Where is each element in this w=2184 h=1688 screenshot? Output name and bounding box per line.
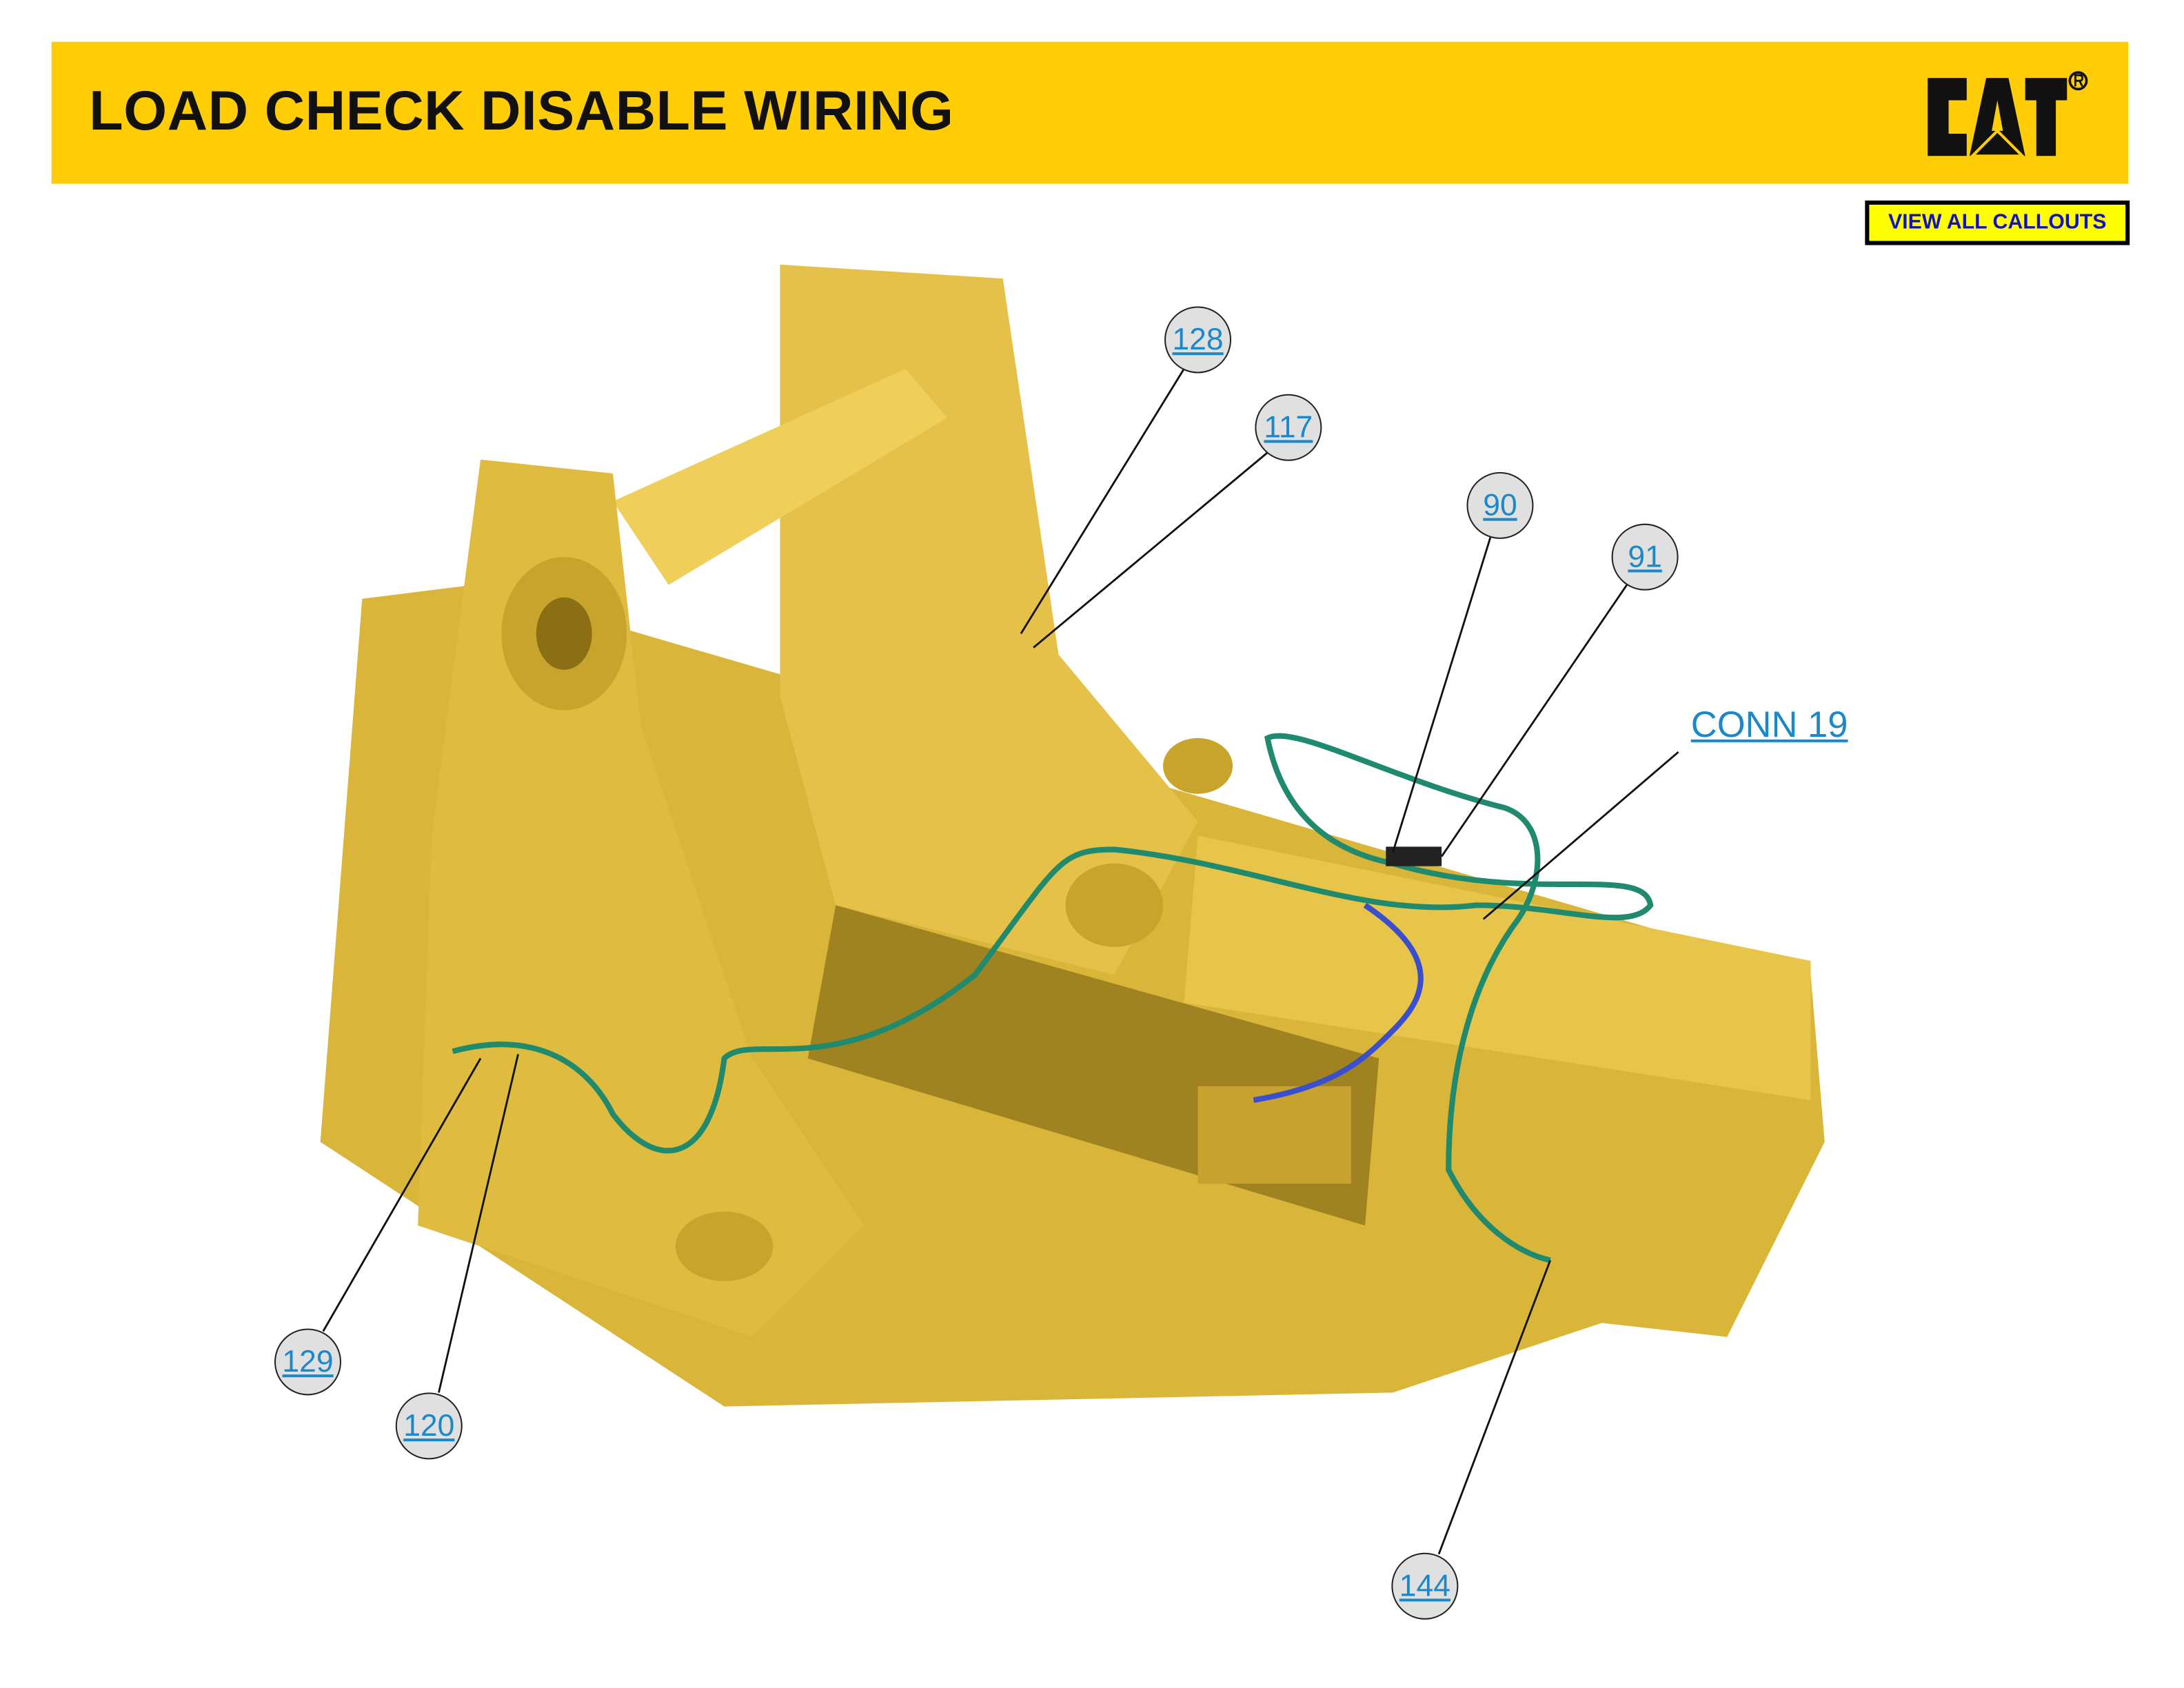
page-title: LOAD CHECK DISABLE WIRING bbox=[89, 81, 954, 143]
header-bar: LOAD CHECK DISABLE WIRING bbox=[51, 41, 2129, 184]
callout-90[interactable]: 90 bbox=[1466, 471, 1534, 539]
callout-144[interactable]: 144 bbox=[1391, 1552, 1459, 1620]
leader-lines bbox=[322, 368, 1679, 1555]
view-all-callouts-button[interactable]: VIEW ALL CALLOUTS bbox=[1865, 200, 2130, 245]
frame-body bbox=[0, 209, 1825, 1685]
callout-91[interactable]: 91 bbox=[1611, 523, 1679, 591]
conn-19-link[interactable]: CONN 19 bbox=[1690, 703, 1848, 745]
callout-117[interactable]: 117 bbox=[1255, 394, 1322, 461]
callout-120[interactable]: 120 bbox=[395, 1392, 463, 1460]
callout-128[interactable]: 128 bbox=[1164, 306, 1232, 374]
callout-129[interactable]: 129 bbox=[274, 1328, 341, 1396]
cat-logo-icon bbox=[1928, 71, 2088, 158]
wiring-harness bbox=[452, 733, 1654, 1263]
